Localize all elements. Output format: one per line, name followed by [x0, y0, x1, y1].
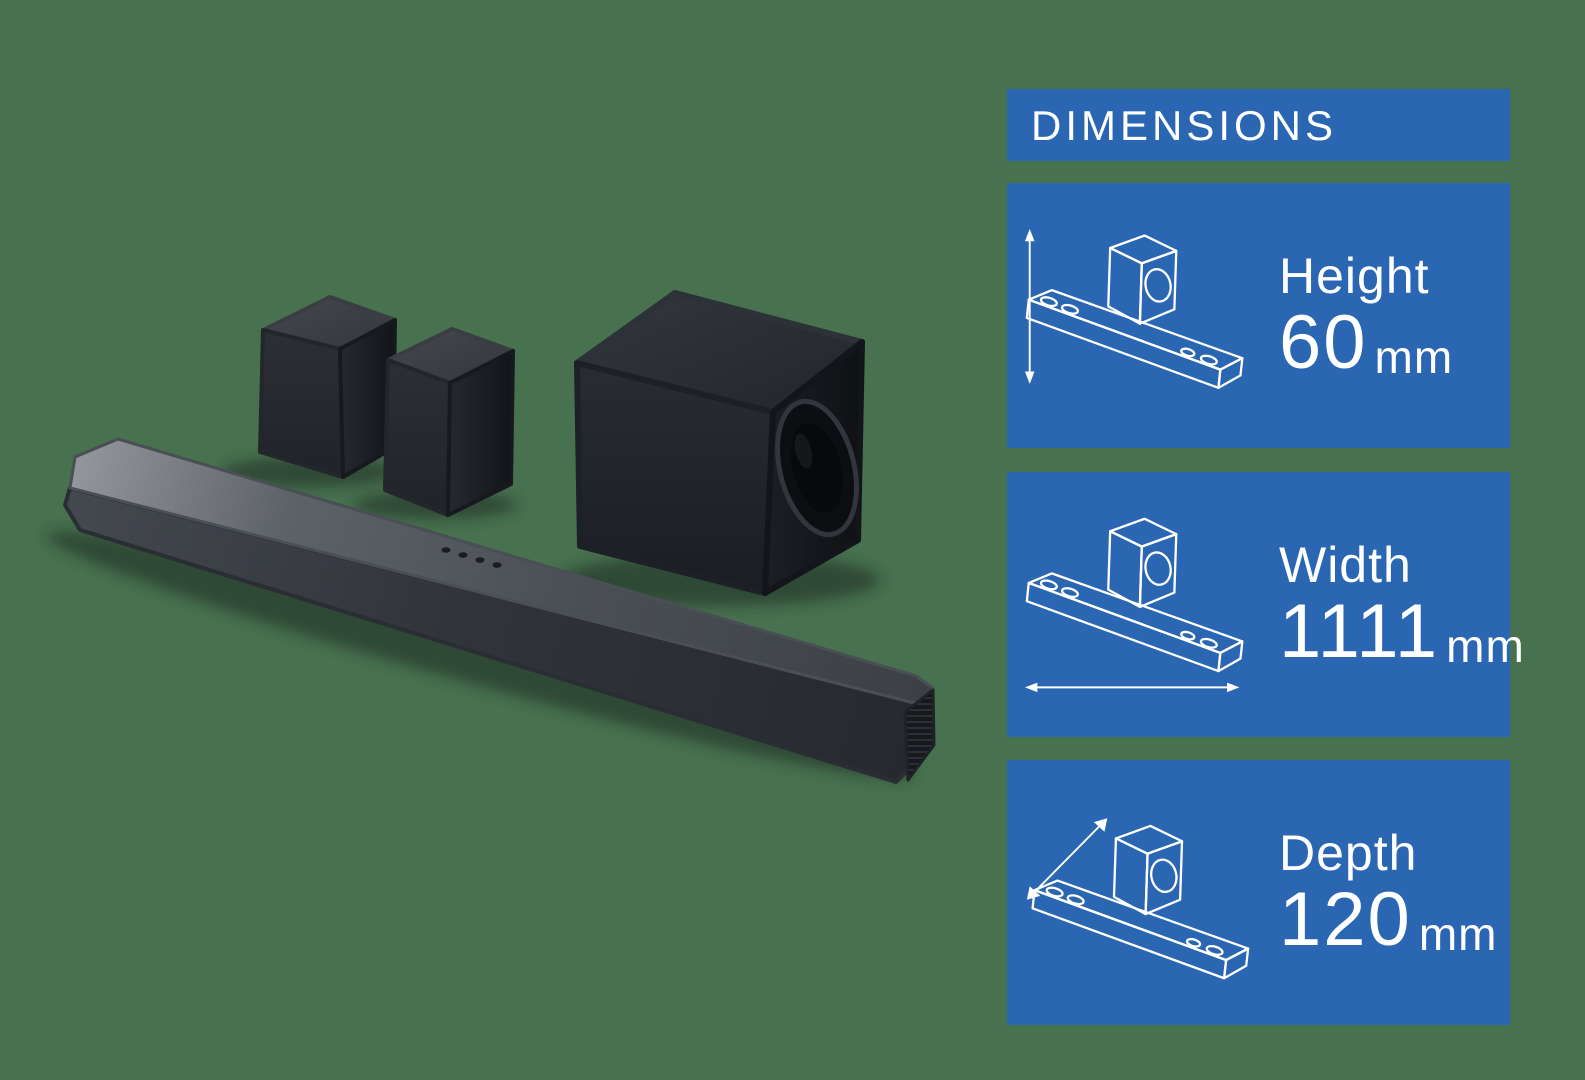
- subwoofer: [574, 290, 865, 596]
- dimensions-header: DIMENSIONS: [1007, 89, 1510, 161]
- rear-speaker-right: [383, 327, 515, 517]
- dimensions-title: DIMENSIONS: [1031, 102, 1338, 149]
- rear-speaker-left: [258, 295, 397, 479]
- dimensions-panel: DIMENSIONS Height 60 mm: [1007, 89, 1524, 1025]
- soundbar-subwoofer-width-arrow-icon: [1024, 517, 1244, 692]
- dimension-value-row: 1111 mm: [1279, 588, 1525, 674]
- soundbar-buttons: [441, 547, 502, 568]
- dimension-value-row: 60 mm: [1279, 299, 1454, 385]
- dimension-text-depth: Depth 120 mm: [1279, 825, 1498, 962]
- dimension-value-row: 120 mm: [1279, 876, 1498, 962]
- dimension-unit: mm: [1374, 330, 1454, 383]
- dimension-card-height: Height 60 mm: [1007, 183, 1510, 448]
- dimension-value: 60: [1279, 299, 1368, 385]
- dimension-value: 120: [1279, 876, 1412, 962]
- dimension-unit: mm: [1418, 907, 1498, 960]
- dimension-text-height: Height 60 mm: [1279, 248, 1454, 385]
- soundbar-subwoofer-height-arrow-icon: [1024, 228, 1244, 389]
- soundbar-subwoofer-icon: [1025, 233, 1244, 389]
- dimension-label: Height: [1279, 248, 1430, 305]
- dimension-label: Depth: [1279, 825, 1418, 882]
- soundbar-grille-endcap: [903, 688, 936, 782]
- subwoofer-driver: [775, 398, 859, 538]
- dimension-text-width: Width 1111 mm: [1279, 537, 1525, 674]
- dimension-unit: mm: [1446, 619, 1525, 672]
- dimension-value: 1111: [1279, 588, 1440, 674]
- soundbar-subwoofer-icon: [1031, 824, 1250, 979]
- soundbar: [63, 437, 936, 784]
- diagonal-arrow-icon: [1026, 817, 1108, 900]
- soundbar-subwoofer-depth-arrow-icon: [1026, 817, 1250, 979]
- dimension-card-depth: Depth 120 mm: [1007, 760, 1510, 1025]
- soundbar-subwoofer-icon: [1025, 517, 1244, 672]
- vertical-arrow-icon: [1024, 228, 1035, 384]
- horizontal-arrow-icon: [1024, 682, 1240, 692]
- dimension-label: Width: [1279, 537, 1412, 594]
- product-image: [46, 290, 936, 784]
- dimension-card-width: Width 1111 mm: [1007, 472, 1524, 737]
